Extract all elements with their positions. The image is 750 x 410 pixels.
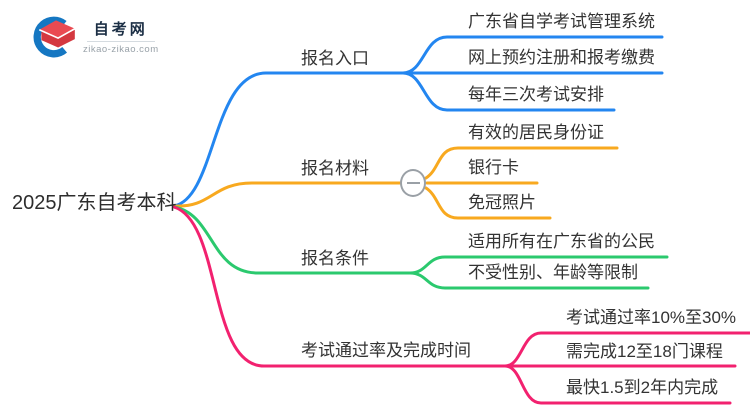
- zikao-logo-icon: [33, 16, 76, 58]
- branch3-trunk-line: [172, 205, 412, 275]
- branch-node-pass-rate-completion[interactable]: 考试通过率及完成时间: [301, 341, 471, 360]
- site-name: 自考网: [93, 20, 148, 38]
- branch-node-registration-materials[interactable]: 报名材料: [301, 159, 369, 178]
- branch2-child1-line: [424, 146, 619, 180]
- site-domain: zikao-zikao.com: [83, 43, 159, 55]
- branch-node-registration-conditions[interactable]: 报名条件: [301, 249, 369, 268]
- leaf-node[interactable]: 最快1.5到2年内完成: [566, 378, 719, 397]
- root-node[interactable]: 2025广东自考本科: [12, 192, 177, 214]
- logo-divider: [86, 40, 155, 42]
- site-logo-text: 自考网 zikao-zikao.com: [83, 18, 159, 55]
- leaf-node[interactable]: 考试通过率10%至30%: [566, 308, 737, 327]
- leaf-node[interactable]: 需完成12至18门课程: [566, 342, 723, 361]
- leaf-node[interactable]: 有效的居民身份证: [468, 123, 604, 142]
- site-logo[interactable]: 自考网 zikao-zikao.com: [33, 13, 159, 59]
- leaf-node[interactable]: 广东省自学考试管理系统: [468, 12, 655, 31]
- branch-node-registration-entry[interactable]: 报名入口: [301, 49, 369, 68]
- leaf-node[interactable]: 不受性别、年龄等限制: [468, 263, 638, 282]
- leaf-node[interactable]: 适用所有在广东省的公民: [468, 232, 655, 251]
- leaf-node[interactable]: 银行卡: [468, 158, 519, 177]
- collapse-button[interactable]: [400, 169, 426, 197]
- leaf-node[interactable]: 网上预约注册和报考缴费: [468, 48, 655, 67]
- branch2-trunk-line: [172, 181, 402, 208]
- branch1-trunk-line: [172, 71, 405, 208]
- leaf-node[interactable]: 免冠照片: [468, 193, 536, 212]
- minus-icon: [406, 182, 420, 184]
- leaf-node[interactable]: 每年三次考试安排: [468, 85, 604, 104]
